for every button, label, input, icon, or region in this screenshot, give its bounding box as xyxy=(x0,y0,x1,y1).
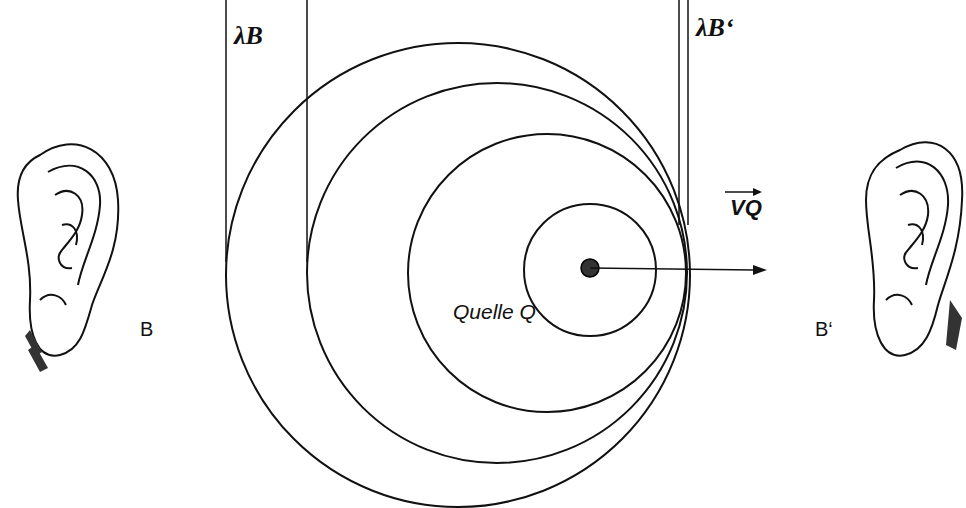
wavefront xyxy=(307,83,687,463)
wavefront xyxy=(524,204,656,336)
arrow-head xyxy=(753,265,767,275)
wavelength-marker xyxy=(687,0,689,225)
wavefront xyxy=(408,134,686,412)
wavelength-marker xyxy=(678,0,680,225)
wavelength-label: λB xyxy=(234,22,263,51)
velocity-arrow xyxy=(590,268,755,270)
vector-arrow xyxy=(725,191,757,193)
wavelength-label: λB‘ xyxy=(696,14,734,43)
wavefront xyxy=(226,43,690,507)
velocity-label: VQ xyxy=(730,196,762,220)
ear-right-lobe xyxy=(946,300,962,350)
arrow-head xyxy=(753,188,762,196)
ear-right xyxy=(866,142,962,355)
wavelength-marker xyxy=(306,0,308,262)
wavelength-marker xyxy=(225,0,227,262)
ear-left xyxy=(18,144,119,355)
ear-left-lobe xyxy=(25,330,48,372)
source-label: Quelle Q xyxy=(453,300,536,323)
observer-label: B‘ xyxy=(815,318,833,340)
observer-label: B xyxy=(140,318,153,340)
